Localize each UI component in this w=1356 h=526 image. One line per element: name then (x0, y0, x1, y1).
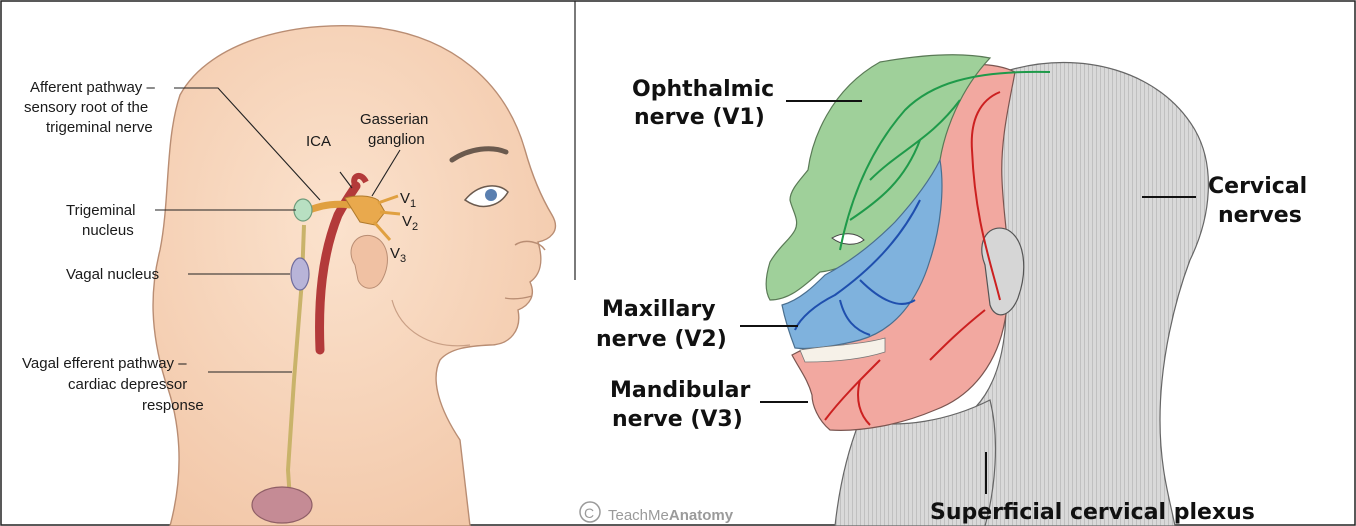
label-superficial: Superficial cervical plexus (930, 500, 1255, 525)
right-head-illustration (766, 55, 1208, 526)
label-afferent-1: Afferent pathway – (30, 79, 155, 96)
label-vagal-eff-1: Vagal efferent pathway – (22, 355, 187, 372)
label-trigeminal-1: Trigeminal (66, 202, 135, 219)
teachmeanatomy-watermark: C TeachMeAnatomy (580, 502, 734, 524)
label-trigeminal-2: nucleus (82, 222, 134, 239)
label-cervical-1: Cervical (1208, 174, 1307, 199)
label-ophthalmic-2: nerve (V1) (634, 105, 765, 130)
label-vagal-eff-3: response (142, 397, 204, 414)
label-gasserian-1: Gasserian (360, 111, 428, 128)
label-afferent-3: trigeminal nerve (46, 119, 153, 136)
svg-text:C: C (584, 505, 594, 521)
trigeminal-nucleus-shape (294, 199, 312, 221)
label-mandibular-2: nerve (V3) (612, 407, 743, 432)
label-vagal-eff-2: cardiac depressor (68, 376, 187, 393)
head-silhouette (153, 26, 555, 526)
label-vagal-nucleus: Vagal nucleus (66, 266, 159, 283)
label-ophthalmic-1: Ophthalmic (632, 77, 774, 102)
heart-shape (252, 487, 312, 523)
label-ica: ICA (306, 133, 331, 150)
label-cervical-2: nerves (1218, 203, 1302, 228)
left-head-illustration (153, 26, 555, 526)
label-gasserian-2: ganglion (368, 131, 425, 148)
label-maxillary-2: nerve (V2) (596, 327, 727, 352)
label-maxillary-1: Maxillary (602, 297, 716, 322)
svg-text:TeachMeAnatomy: TeachMeAnatomy (608, 507, 734, 524)
vagal-nucleus-shape (291, 258, 309, 290)
iris (485, 189, 497, 201)
label-afferent-2: sensory root of the (24, 99, 148, 116)
label-mandibular-1: Mandibular (610, 378, 750, 403)
